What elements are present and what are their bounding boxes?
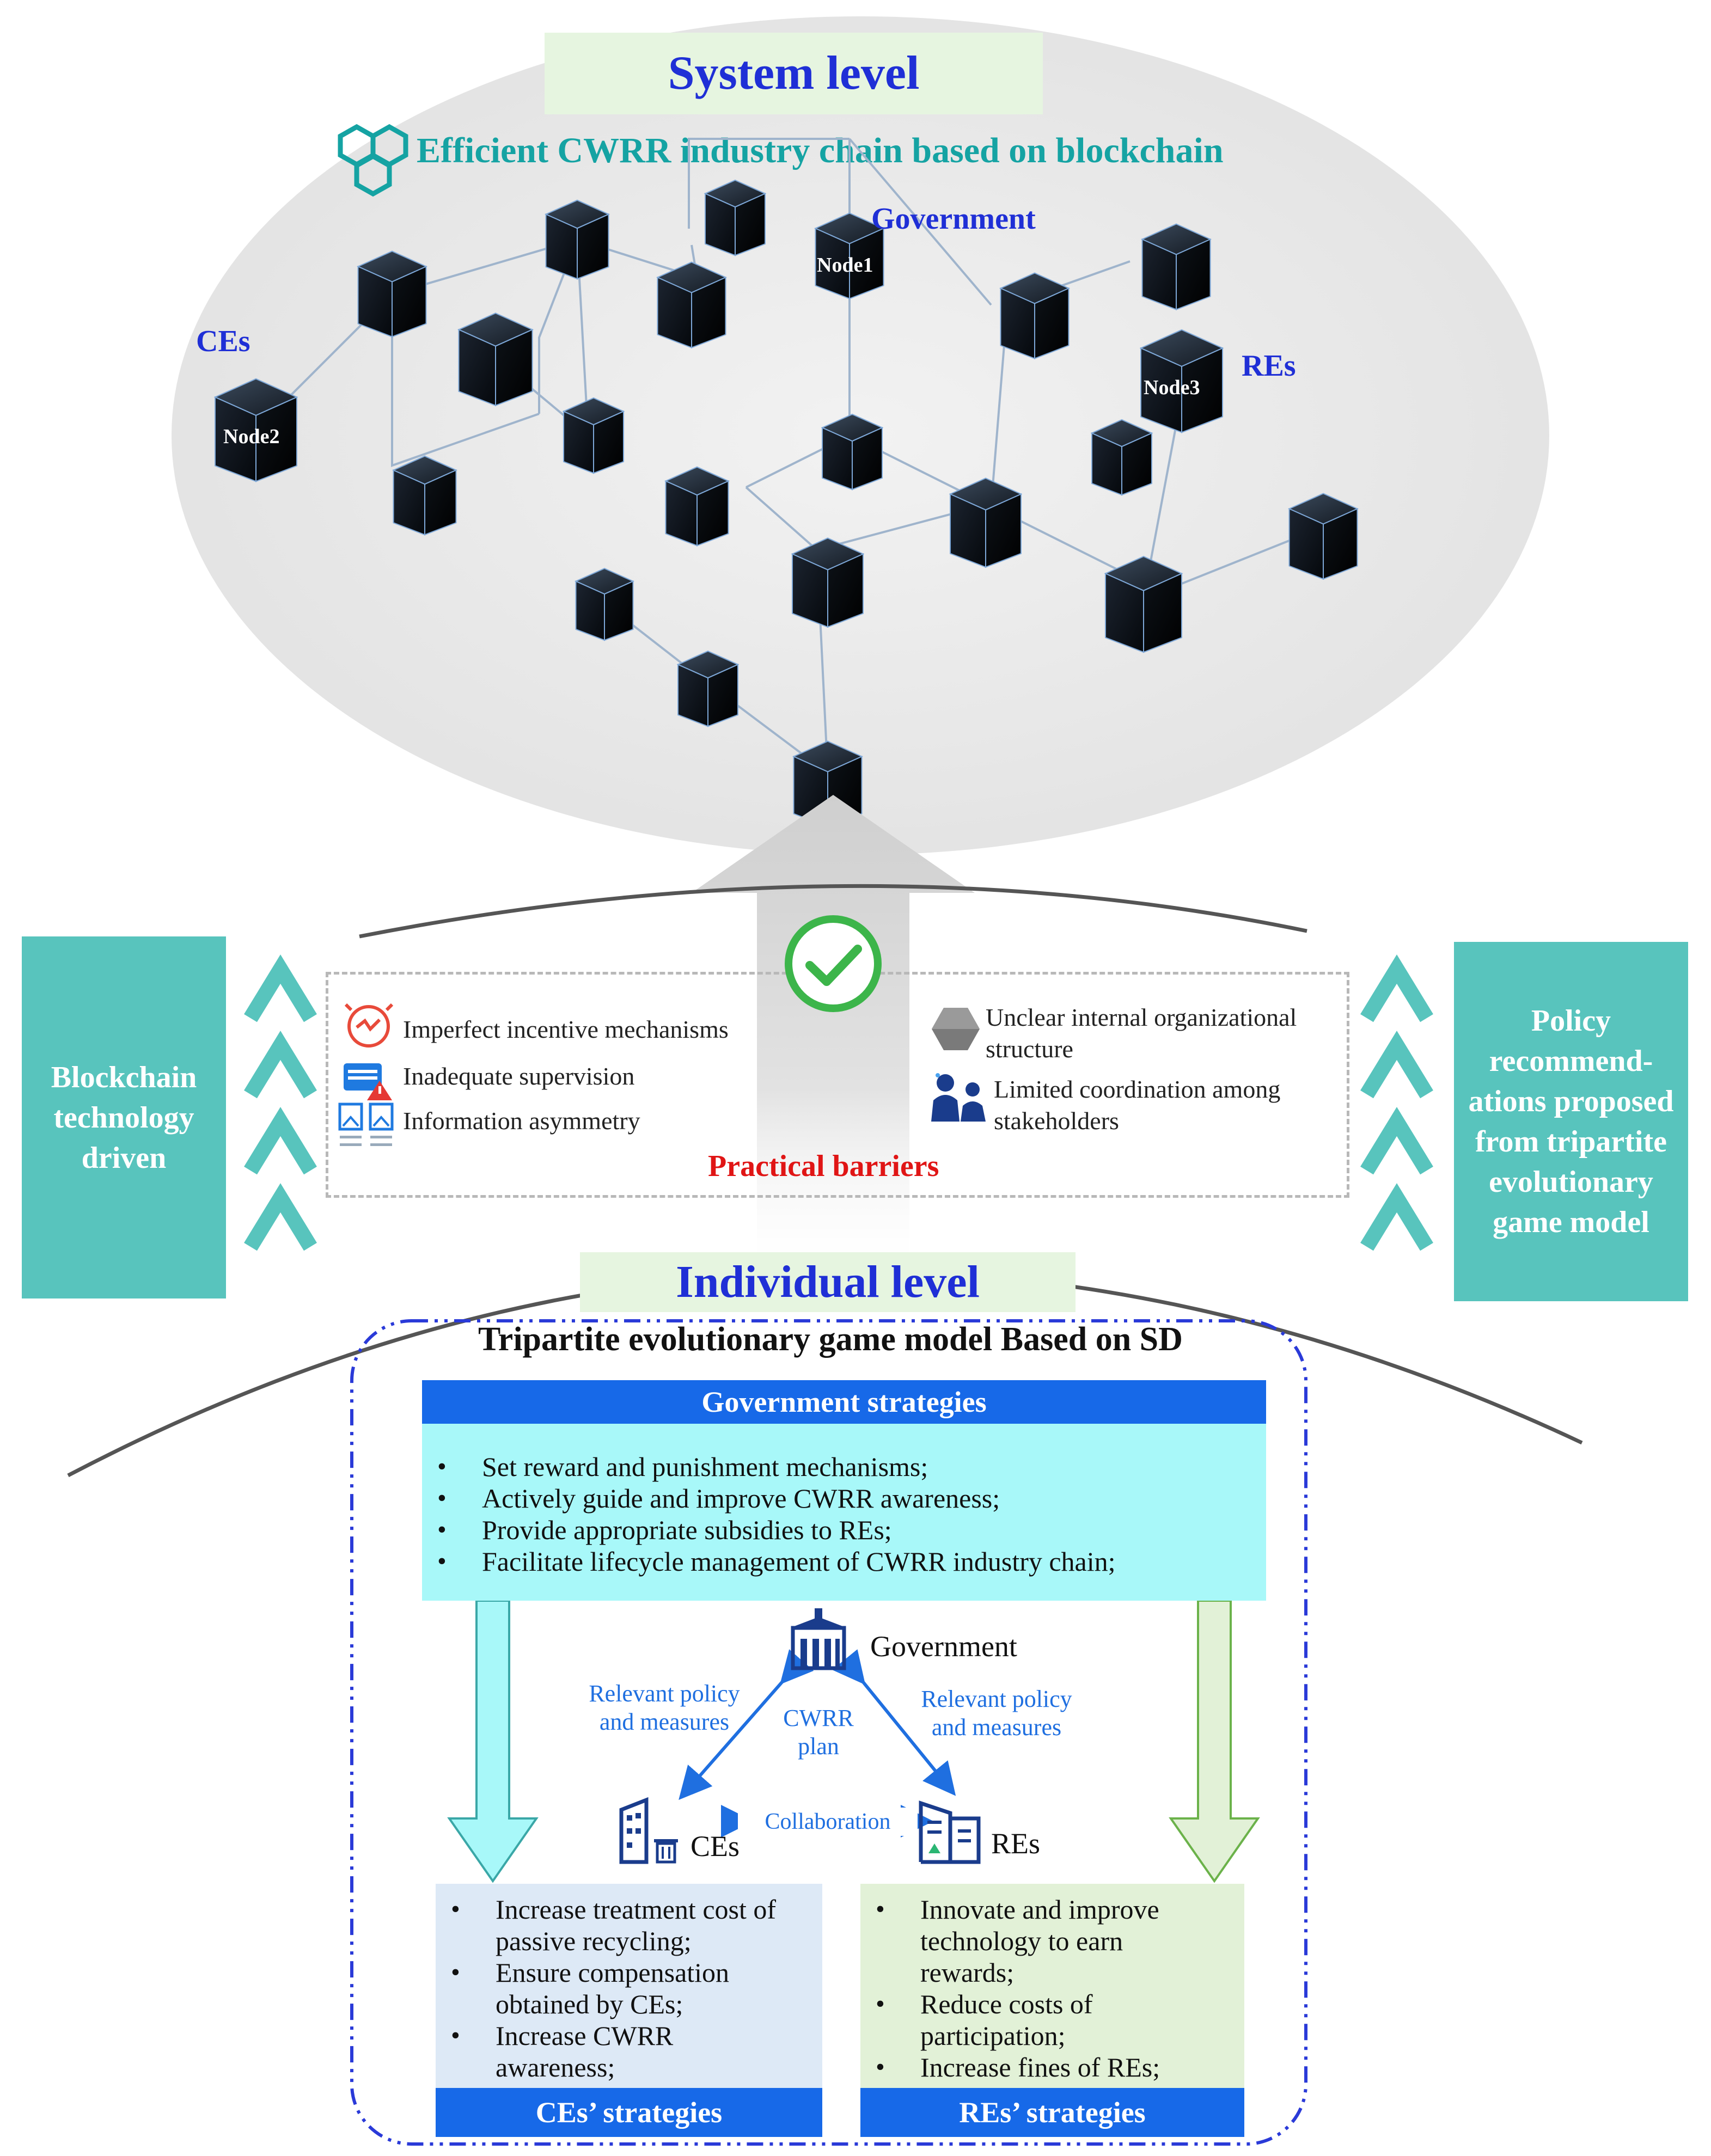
blockchain-cube xyxy=(545,199,610,280)
ces-strategies-box: Increase treatment cost of passive recyc… xyxy=(436,1884,822,2088)
triangle-ces-label: CEs xyxy=(690,1830,740,1863)
policy-recommendations-panel: Policy recommend-ations proposed from tr… xyxy=(1454,942,1688,1301)
barrier-asymmetry: Information asymmetry xyxy=(403,1107,640,1135)
res-node-label: REs xyxy=(1242,349,1296,383)
blockchain-cube xyxy=(1139,329,1224,433)
blockchain-cube xyxy=(791,537,865,628)
node3-label: Node3 xyxy=(1144,376,1200,399)
triangle-government-label: Government xyxy=(870,1630,1017,1663)
ces-node-label: CEs xyxy=(196,324,250,358)
barrier-coordination: Limited coordination among stakeholders xyxy=(994,1075,1281,1135)
blockchain-cube xyxy=(792,740,863,828)
blockchain-cube xyxy=(562,397,625,474)
upper-arc xyxy=(359,884,1307,939)
government-strategy-item: Facilitate lifecycle management of CWRR … xyxy=(422,1546,1266,1577)
res-strategy-item: Increase fines of REs; xyxy=(860,2051,1209,2083)
ces-building-icon xyxy=(618,1797,683,1867)
blockchain-cube xyxy=(1090,419,1153,496)
barrier-incentive: Imperfect incentive mechanisms xyxy=(403,1015,729,1043)
blockchain-cube xyxy=(392,455,457,536)
organization-icon xyxy=(928,1004,983,1056)
asymmetry-icon xyxy=(337,1100,396,1157)
res-strategy-item: Reduce costs of participation; xyxy=(860,1988,1209,2051)
triangle-res-label: REs xyxy=(991,1827,1041,1860)
blockchain-driven-text: Blockchain technology driven xyxy=(51,1060,197,1175)
incentive-icon xyxy=(340,999,398,1054)
ces-strategies-header: CEs’ strategies xyxy=(436,2088,822,2137)
left-chevron-up-icon xyxy=(240,936,321,1296)
model-title: Tripartite evolutionary game model Based… xyxy=(478,1321,1183,1358)
government-node-label: Government xyxy=(871,202,1036,236)
blockchain-driven-panel: Blockchain technology driven xyxy=(22,936,226,1298)
government-strategies-list: Set reward and punishment mechanisms; Ac… xyxy=(422,1451,1266,1577)
right-edge-label: Relevant policy and measures xyxy=(921,1686,1072,1741)
government-strategies-header: Government strategies xyxy=(422,1380,1266,1424)
res-strategy-item: Innovate and improve technology to earn … xyxy=(860,1894,1209,1988)
barrier-supervision: Inadequate supervision xyxy=(403,1062,635,1090)
blockchain-cube xyxy=(357,250,427,338)
blockchain-cube xyxy=(949,477,1023,568)
practical-barriers-title: Practical barriers xyxy=(708,1149,939,1183)
policy-recommendations-text: Policy recommend-ations proposed from tr… xyxy=(1468,1004,1674,1239)
blockchain-hex-icon xyxy=(332,122,414,207)
blockchain-cube xyxy=(213,378,298,482)
blockchain-cube xyxy=(1288,493,1359,580)
government-building-icon xyxy=(789,1606,848,1674)
res-strategies-list: Innovate and improve technology to earn … xyxy=(860,1894,1209,2083)
ces-strategy-item: Ensure compensation obtained by CEs; xyxy=(436,1957,784,2020)
government-strategy-item: Provide appropriate subsidies to REs; xyxy=(422,1514,1266,1546)
system-level-title: System level xyxy=(545,33,1043,114)
node1-label: Node1 xyxy=(817,254,873,277)
res-strategies-header: REs’ strategies xyxy=(860,2088,1244,2137)
blockchain-cube xyxy=(575,567,634,641)
right-down-arrow xyxy=(1169,1601,1260,1883)
system-level-subtitle: Efficient CWRR industry chain based on b… xyxy=(417,131,1224,170)
blockchain-network xyxy=(213,138,1359,828)
left-down-arrow xyxy=(447,1601,539,1883)
upward-arrow xyxy=(692,795,975,1285)
supervision-icon xyxy=(340,1059,395,1105)
res-strategies-box: Innovate and improve technology to earn … xyxy=(860,1884,1244,2088)
blockchain-cube xyxy=(1141,223,1212,310)
blockchain-cube xyxy=(656,261,727,348)
blockchain-cube xyxy=(1104,555,1183,653)
blockchain-cube xyxy=(676,650,740,727)
cwrr-plan-label: CWRR plan xyxy=(783,1705,854,1760)
left-edge-label: Relevant policy and measures xyxy=(589,1680,740,1735)
blockchain-cube xyxy=(999,272,1070,359)
collaboration-label: Collaboration xyxy=(738,1808,918,1836)
coordination-icon xyxy=(926,1070,991,1127)
right-chevron-up-icon xyxy=(1356,936,1438,1296)
blockchain-cube xyxy=(704,179,767,256)
blockchain-cube xyxy=(457,313,534,407)
government-strategy-item: Actively guide and improve CWRR awarenes… xyxy=(422,1483,1266,1514)
blockchain-cube xyxy=(821,413,884,491)
res-building-icon xyxy=(918,1797,983,1867)
government-strategies-box: Set reward and punishment mechanisms; Ac… xyxy=(422,1424,1266,1601)
check-icon xyxy=(781,912,885,1018)
ces-strategies-list: Increase treatment cost of passive recyc… xyxy=(436,1894,784,2083)
blockchain-cube xyxy=(664,466,730,547)
ces-strategy-item: Increase treatment cost of passive recyc… xyxy=(436,1894,784,1957)
government-strategy-item: Set reward and punishment mechanisms; xyxy=(422,1451,1266,1483)
individual-level-title: Individual level xyxy=(580,1252,1076,1312)
node2-label: Node2 xyxy=(223,425,280,448)
barrier-organization: Unclear internal organizational structur… xyxy=(986,1003,1297,1063)
model-frame xyxy=(350,1319,1307,2146)
blockchain-cube xyxy=(814,212,885,299)
ces-strategy-item: Increase CWRR awareness; xyxy=(436,2020,784,2083)
